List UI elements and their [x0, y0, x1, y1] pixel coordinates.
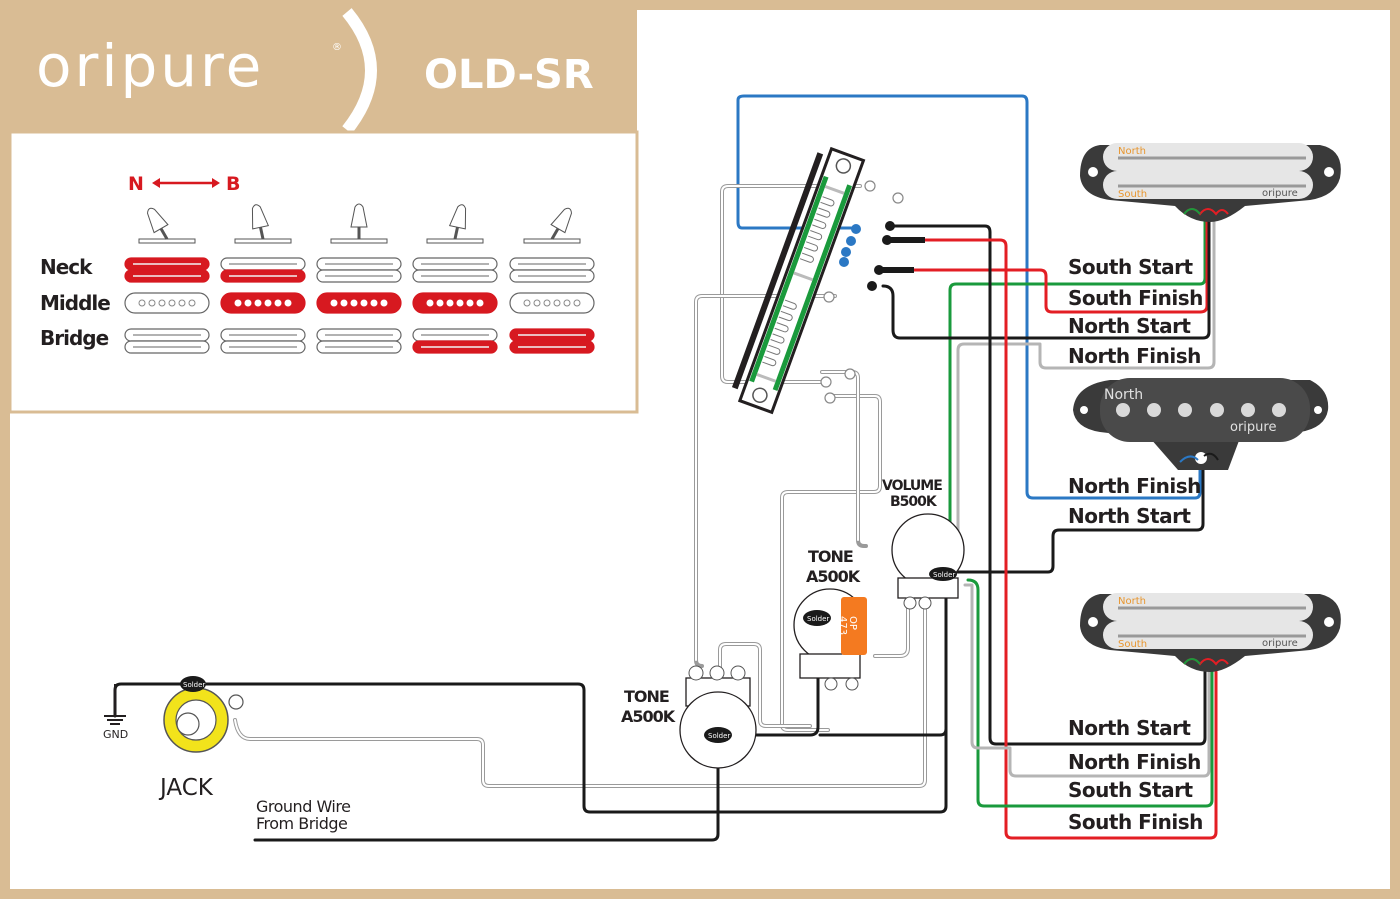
switch-position-icon [426, 204, 484, 244]
switch-position-icon [138, 207, 196, 244]
wire-bridge-north-finish [963, 583, 1211, 778]
middle-wire-label: North Finish [1068, 474, 1201, 498]
gnd-label: GND [103, 728, 128, 741]
bridge-pickup-state [412, 328, 498, 354]
bridge-wire-label: South Start [1068, 778, 1193, 802]
middle-pickup: North oripure [1073, 378, 1329, 470]
neck-pickup: North South oripure [1080, 143, 1341, 222]
tone1-solder-label: Solder [807, 615, 829, 623]
bridge-wire-label: North Finish [1068, 750, 1201, 774]
wire-neck-north-start [881, 220, 1211, 340]
wire-labels: South Start South Finish North Start Nor… [1068, 255, 1203, 834]
neck-pickup-state [509, 257, 595, 283]
bridge-top-coil-label: North [1118, 596, 1146, 607]
middle-pickup-state [509, 292, 595, 314]
neck-wire-label: South Finish [1068, 286, 1203, 310]
model-title: OLD-SR [424, 52, 594, 98]
tone1-pot-name: TONE [808, 547, 853, 566]
ground-wire-line1: Ground Wire [256, 797, 350, 816]
volume-pot-value: B500K [890, 494, 938, 510]
neck-top-coil-label: North [1118, 146, 1146, 157]
volume-pot-name: VOLUME [882, 478, 942, 494]
wire-bridge-south-start [966, 578, 1214, 808]
neck-wire-label: North Start [1068, 314, 1191, 338]
volume-solder-label: Solder [933, 571, 955, 579]
bridge-pickup-state [220, 328, 306, 354]
neck-wire-label: South Start [1068, 255, 1193, 279]
tone2-solder-label: Solder [708, 732, 730, 740]
wire-blue [736, 94, 1202, 500]
wire-neck-north-finish [956, 220, 1216, 562]
wires [113, 94, 1218, 842]
jack-solder-label: Solder [183, 681, 205, 689]
neck-pickup-state [124, 257, 210, 283]
neck-wire-label: North Finish [1068, 344, 1201, 368]
tone2-pot-value: A500K [621, 707, 676, 726]
wire-bridge-south-finish [888, 238, 1218, 840]
output-jack: GND Solder JACK [103, 676, 244, 801]
switch-gray-lugs [820, 180, 904, 404]
middle-brand: oripure [1230, 420, 1276, 435]
bridge-pickup: North South oripure [1080, 593, 1341, 672]
wire-ground-tone [716, 618, 820, 737]
middle-pickup-state [124, 292, 210, 314]
bridge-pickup-state [316, 328, 402, 354]
switch-position-icon [523, 207, 581, 244]
five-way-switch [731, 146, 866, 415]
middle-pickup-state [220, 292, 306, 314]
switch-chart-panel: N B Neck Middle Bridge [8, 130, 639, 414]
bridge-brand: oripure [1262, 638, 1298, 649]
switch-position-icon [330, 203, 388, 244]
switch-blue-jumpers [839, 224, 861, 267]
wire-ground-bridge [253, 758, 720, 842]
neck-pickup-state [412, 257, 498, 283]
direction-arrow-icon [152, 178, 220, 188]
tone-pot-1: TONE A500K Solder OP 473 [793, 547, 867, 691]
capacitor-line2: 473 [837, 616, 848, 635]
direction-neck: N [128, 173, 144, 195]
switch-solder-lugs [867, 221, 925, 291]
middle-pickup-state [316, 292, 402, 314]
neck-pickup-state [220, 257, 306, 283]
wire-ground-jack [113, 578, 948, 814]
volume-pot: VOLUME B500K Solder [882, 478, 965, 610]
bridge-bottom-coil-label: South [1118, 639, 1147, 650]
jack-label: JACK [158, 775, 214, 801]
registered-mark: ® [332, 42, 342, 53]
header-panel: oripure ® OLD-SR [0, 0, 637, 134]
wire-bridge-north-start [888, 224, 1207, 746]
wire-middle-north-start [948, 463, 1205, 574]
bridge-pickup-state [509, 328, 595, 354]
capacitor: OP 473 [837, 597, 867, 655]
bridge-pickup-state [124, 328, 210, 354]
capacitor-line1: OP [847, 616, 858, 630]
tone1-pot-value: A500K [806, 567, 861, 586]
ground-wire-note: Ground Wire From Bridge [256, 797, 351, 833]
row-label-bridge: Bridge [40, 326, 109, 350]
direction-bridge: B [226, 173, 240, 195]
wire-neck-south-finish [908, 220, 1209, 314]
middle-pickup-state [412, 292, 498, 314]
row-label-middle: Middle [40, 291, 110, 315]
row-label-neck: Neck [40, 255, 93, 279]
brand-bracket [342, 8, 377, 134]
switch-position-icon [234, 204, 292, 244]
tone-pot-2: TONE A500K Solder [621, 665, 757, 769]
middle-coil-label: North [1104, 387, 1143, 403]
neck-pickup-state [316, 257, 402, 283]
wire-neck-south-start [948, 220, 1207, 562]
tone2-pot-name: TONE [624, 687, 669, 706]
bridge-wire-label: South Finish [1068, 810, 1203, 834]
brand-logo: oripure [36, 32, 264, 100]
ground-wire-line2: From Bridge [256, 814, 347, 833]
neck-bottom-coil-label: South [1118, 189, 1147, 200]
middle-wire-label: North Start [1068, 504, 1191, 528]
ground-icon [104, 684, 126, 725]
neck-brand: oripure [1262, 188, 1298, 199]
bridge-wire-label: North Start [1068, 716, 1191, 740]
